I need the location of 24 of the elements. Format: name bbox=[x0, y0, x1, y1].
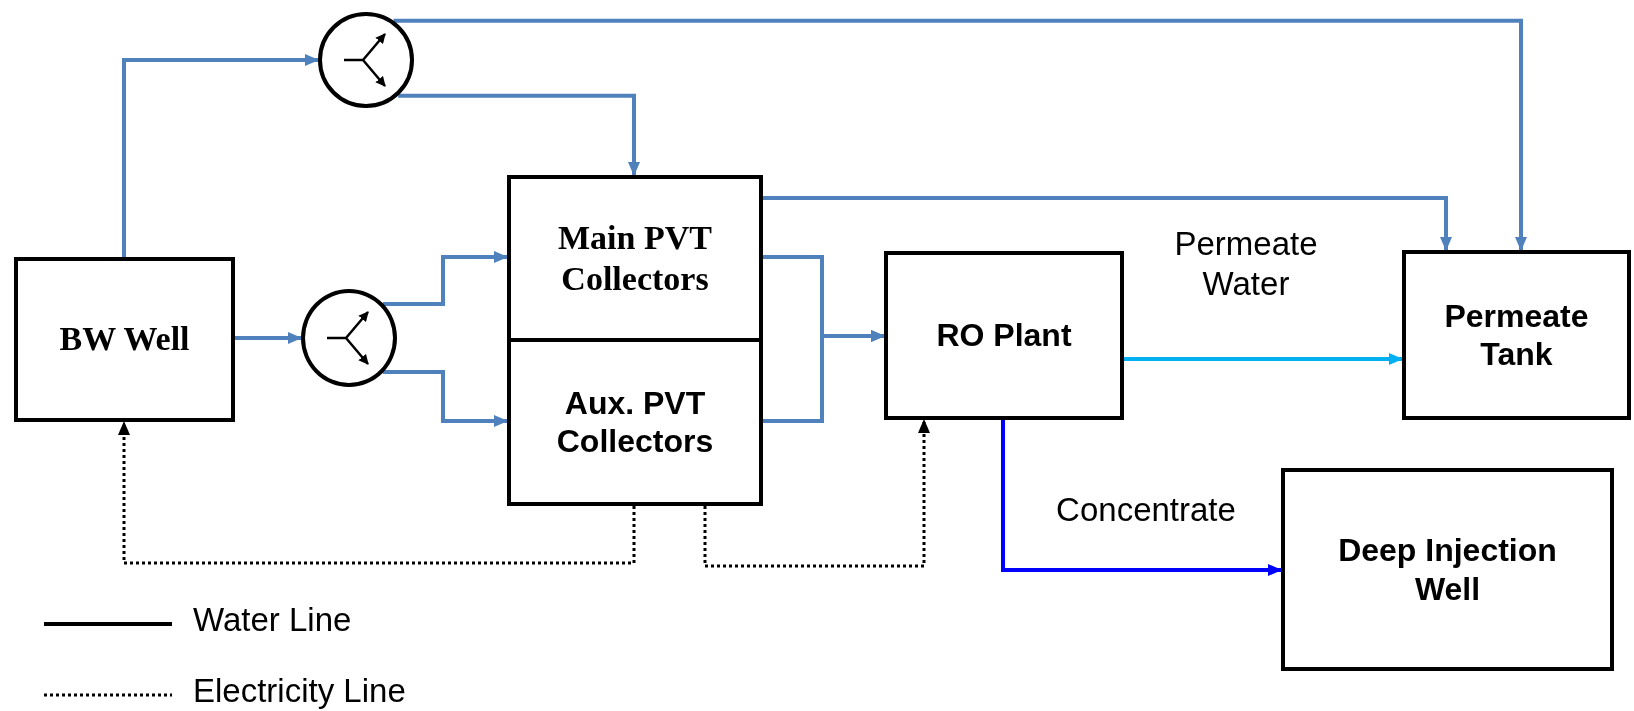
arrow bbox=[393, 18, 1527, 251]
dotted-arrow bbox=[703, 419, 930, 568]
node-label: Aux. PVT Collectors bbox=[555, 383, 715, 461]
arrow bbox=[398, 93, 640, 176]
arrow bbox=[122, 54, 319, 257]
legend-label: Electricity Line bbox=[193, 674, 406, 707]
node-label: RO Plant bbox=[936, 316, 1072, 355]
node-label: Permeate Tank bbox=[1443, 296, 1590, 374]
arrow bbox=[382, 251, 508, 307]
node-label: Main PVT Collectors bbox=[557, 217, 713, 299]
process-box bbox=[884, 251, 1124, 420]
arrow bbox=[235, 332, 302, 344]
node-label: Deep Injection Well bbox=[1337, 531, 1558, 608]
process-box bbox=[1281, 468, 1614, 671]
arrow bbox=[1124, 353, 1403, 365]
process-box bbox=[1402, 250, 1631, 420]
process-box bbox=[14, 257, 235, 422]
arrow bbox=[1001, 420, 1282, 576]
arrow bbox=[382, 369, 508, 427]
node-label: BW Well bbox=[59, 319, 190, 360]
legend-label: Water Line bbox=[193, 603, 352, 636]
dotted-arrow bbox=[118, 421, 636, 565]
arrow bbox=[763, 196, 1452, 251]
arrow bbox=[763, 330, 885, 423]
